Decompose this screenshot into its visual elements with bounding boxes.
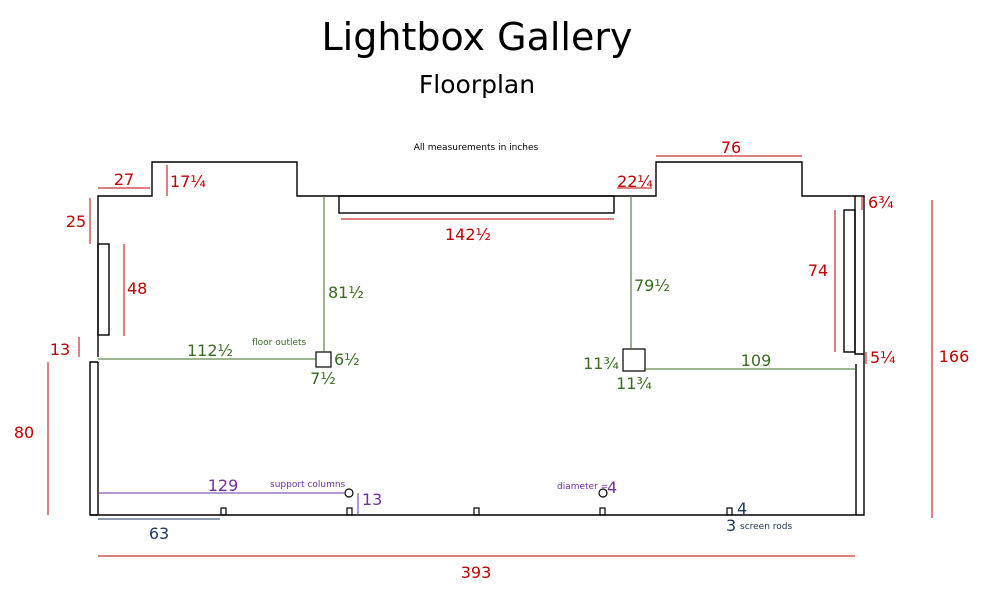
dim-top-right-notch: 22¼ (617, 172, 653, 191)
dim-left-outlet-size-b: 7½ (310, 369, 336, 388)
dim-right-gap: 5¼ (870, 348, 896, 367)
screen-rod (473, 507, 480, 516)
screen-rod (726, 507, 733, 516)
inner-right-upper-wall (854, 196, 864, 355)
page-title: Lightbox Gallery (322, 15, 633, 59)
label-diameter: diameter = (557, 482, 608, 492)
dim-column-diameter: 4 (607, 478, 617, 497)
dim-left-outlet-size-a: 6½ (334, 350, 360, 369)
screen-rod (346, 507, 353, 516)
support-column-left (344, 488, 354, 498)
dim-rod-depth: 3 (726, 516, 736, 535)
dim-rod-spacing: 63 (149, 524, 169, 543)
right-lightbox (843, 209, 856, 353)
dim-right-outlet-vertical: 79½ (634, 276, 670, 295)
right-floor-outlet (622, 348, 646, 372)
dim-column-distance: 129 (208, 476, 239, 495)
gallery-walls (89, 161, 865, 516)
dim-left-gap: 13 (50, 340, 70, 359)
support-column-right (598, 488, 608, 498)
label-support-columns: support columns (270, 480, 346, 490)
purple-dimension-lines (98, 492, 359, 515)
left-lightbox (97, 243, 110, 336)
outer-wall (89, 161, 865, 516)
dim-right-top-wall: 6¾ (868, 193, 894, 212)
dim-left-upper-wall: 25 (66, 212, 86, 231)
dim-right-outlet-size-b: 11¾ (616, 374, 652, 393)
dim-top-left-ledge: 27 (114, 170, 134, 189)
dim-right-outlet-size-a: 11¾ (583, 354, 619, 373)
measurement-note: All measurements in inches (414, 143, 539, 153)
dim-right-outlet-horizontal: 109 (741, 351, 772, 370)
dim-left-outlet-horizontal: 112½ (187, 341, 233, 360)
screen-rod (599, 507, 606, 516)
green-dimension-lines (98, 196, 856, 370)
dim-overall-width: 393 (461, 563, 492, 582)
dim-left-lower-wall: 80 (14, 423, 34, 442)
dim-rod-width: 4 (737, 499, 747, 518)
dim-column-offset: 13 (362, 490, 382, 509)
dim-right-lightbox: 74 (808, 261, 828, 280)
dim-top-center-lightbox: 142½ (445, 225, 491, 244)
screen-rods (220, 507, 733, 516)
left-floor-outlet (315, 351, 332, 368)
dim-left-lightbox: 48 (127, 279, 147, 298)
dim-overall-height: 166 (939, 347, 970, 366)
dim-left-outlet-vertical: 81½ (328, 283, 364, 302)
page-subtitle: Floorplan (419, 70, 535, 99)
dim-top-left-notch: 17¼ (170, 172, 206, 191)
label-screen-rods: screen rods (740, 522, 793, 532)
dim-top-right-bump: 76 (721, 138, 741, 157)
screen-rod (220, 507, 227, 516)
label-floor-outlets: floor outlets (252, 338, 307, 348)
top-lightbox (338, 195, 615, 214)
red-dimension-lines (47, 155, 933, 557)
